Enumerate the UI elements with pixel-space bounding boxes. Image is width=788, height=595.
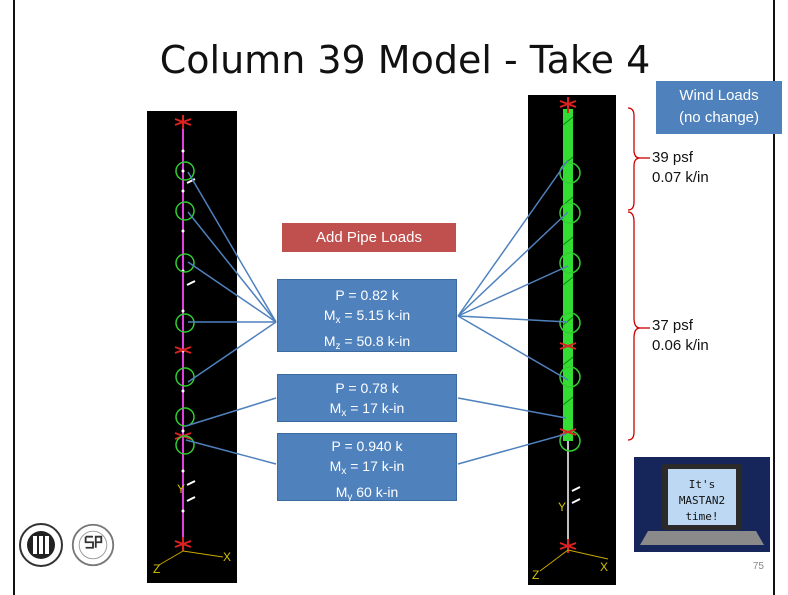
left-axis-z-label: Z <box>153 562 160 576</box>
load-box-1: P = 0.82 k Mx = 5.15 k-in Mz = 50.8 k-in <box>277 279 457 352</box>
wind-loads-callout: Wind Loads (no change) <box>656 81 782 134</box>
load-box-2-p: P = 0.78 k <box>335 380 399 396</box>
load-box-2: P = 0.78 k Mx = 17 k-in <box>277 374 457 422</box>
load-box-3-my: My 60 k-in <box>335 484 399 503</box>
right-model-moment-marks <box>571 486 581 504</box>
left-model-load-markers <box>175 161 195 455</box>
upper-wind-psf: 39 psf <box>652 149 693 166</box>
right-axis-z-label: Z <box>532 568 539 582</box>
mastan-sign-line2: MASTAN2 <box>679 494 725 507</box>
left-model-axis-lines <box>158 550 224 566</box>
load-box-3-mx: Mx = 17 k-in <box>329 458 405 477</box>
left-axis-y-label: Y <box>177 482 185 496</box>
lower-wind-kin: 0.06 k/in <box>652 337 709 354</box>
right-model-wind-load-band <box>563 109 573 441</box>
left-model-nodes <box>181 149 185 513</box>
aisc-logo <box>19 523 63 567</box>
wind-zone-brackets <box>627 107 650 441</box>
wind-loads-line1: Wind Loads <box>679 87 759 104</box>
mastan2-laptop-image: It's MASTAN2 time! <box>634 457 770 552</box>
right-column-model: Y Z X <box>528 95 616 585</box>
load-box-2-mx: Mx = 17 k-in <box>329 400 405 419</box>
upper-wind-kin: 0.07 k/in <box>652 169 709 186</box>
load-box-3-p: P = 0.940 k <box>331 438 403 454</box>
page-number: 75 <box>752 561 764 572</box>
left-column-model: Y Z X <box>147 111 237 583</box>
upper-wind-zone-label: 39 psf 0.07 k/in <box>652 148 709 188</box>
right-axis-x-label: X <box>600 560 608 574</box>
load-box-3: P = 0.940 k Mx = 17 k-in My 60 k-in <box>277 433 457 503</box>
lower-wind-zone-label: 37 psf 0.06 k/in <box>652 316 709 356</box>
mastan-sign-line1: It's <box>689 478 716 491</box>
load-box-1-mz: Mz = 50.8 k-in <box>323 333 411 352</box>
mastan-sign-line3: time! <box>685 510 718 523</box>
right-model-axis-lines <box>539 549 609 572</box>
left-model-supports <box>174 115 192 551</box>
slide-title: Column 39 Model - Take 4 <box>159 38 651 82</box>
load-box-1-p: P = 0.82 k <box>335 287 399 303</box>
left-model-moment-marks <box>186 178 196 502</box>
wind-loads-line2: (no change) <box>678 109 760 126</box>
right-model-supports <box>559 97 577 553</box>
left-axis-x-label: X <box>223 550 231 564</box>
ssrc-logo <box>71 523 115 567</box>
load-box-1-mx: Mx = 5.15 k-in <box>323 307 411 326</box>
lower-wind-psf: 37 psf <box>652 317 693 334</box>
right-model-load-markers <box>559 162 581 452</box>
add-pipe-loads-callout: Add Pipe Loads <box>282 223 456 252</box>
right-axis-y-label: Y <box>558 500 566 514</box>
